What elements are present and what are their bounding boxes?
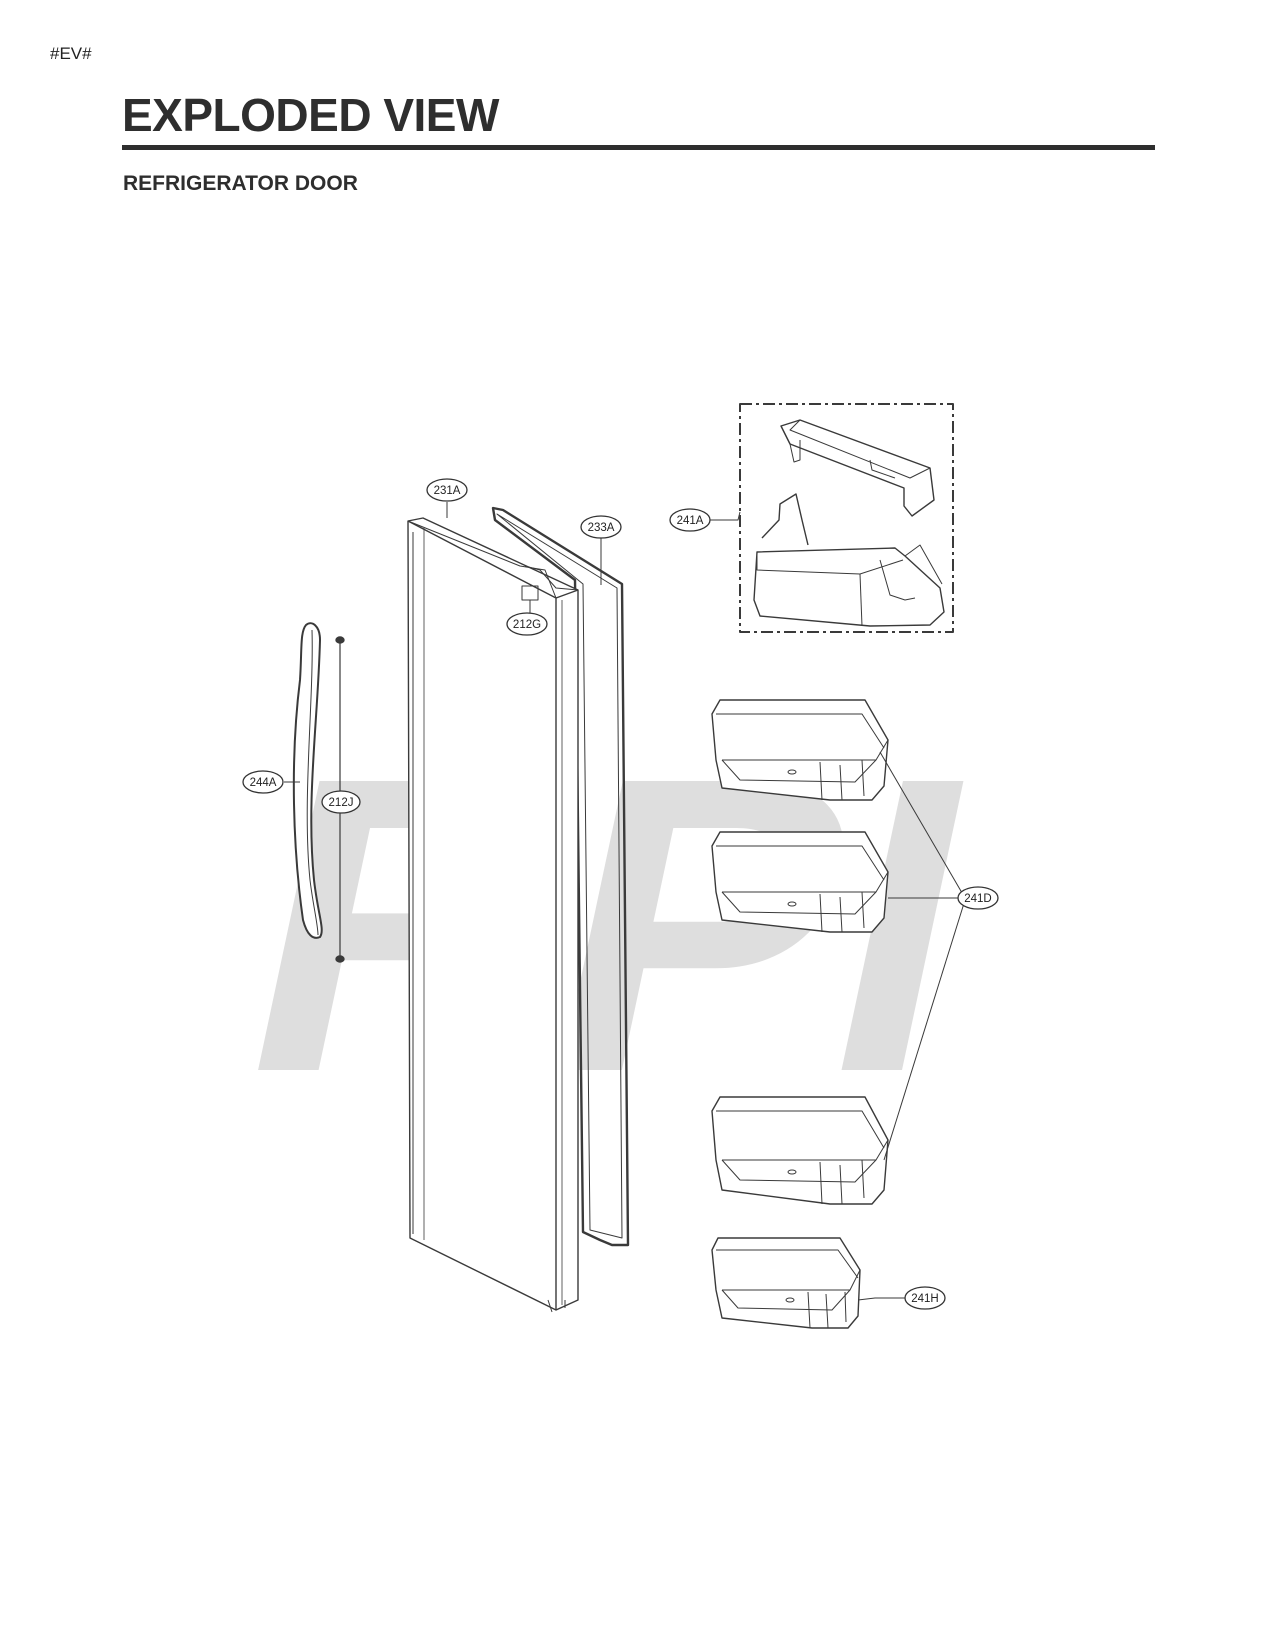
svg-text:212G: 212G (513, 619, 541, 631)
title-divider (122, 145, 1155, 150)
svg-text:212J: 212J (329, 797, 354, 809)
svg-text:233A: 233A (588, 522, 615, 534)
svg-text:244A: 244A (250, 777, 277, 789)
basket-cover (780, 419, 935, 517)
page-title: EXPLODED VIEW (122, 89, 499, 141)
svg-text:241H: 241H (911, 1293, 939, 1305)
door-bin-small (711, 1237, 861, 1329)
callout-212J: 212J (321, 790, 361, 814)
svg-text:241A: 241A (677, 515, 704, 527)
document-tag: #EV# (50, 44, 92, 63)
door-handle (292, 622, 323, 939)
callout-231A: 231A (426, 478, 468, 502)
svg-text:231A: 231A (434, 485, 461, 497)
watermark: RPI (211, 691, 1011, 1160)
door-bin-3 (711, 1096, 889, 1205)
callout-241H: 241H (904, 1286, 946, 1310)
door-gasket (491, 506, 630, 1247)
callout-241D: 241D (957, 886, 999, 910)
callout-241A: 241A (669, 508, 711, 532)
door-bin-2 (711, 831, 889, 933)
callout-233A: 233A (580, 515, 622, 539)
svg-text:241D: 241D (964, 893, 992, 905)
leader-lines (284, 502, 966, 1301)
callout-244A: 244A (242, 770, 284, 794)
section-title: REFRIGERATOR DOOR (123, 172, 358, 195)
door-panel (407, 517, 579, 1313)
door-bin-1 (711, 699, 889, 801)
basket-with-guard (753, 493, 945, 627)
assembly-241a-boundary (739, 403, 954, 633)
callout-212G: 212G (506, 612, 548, 636)
